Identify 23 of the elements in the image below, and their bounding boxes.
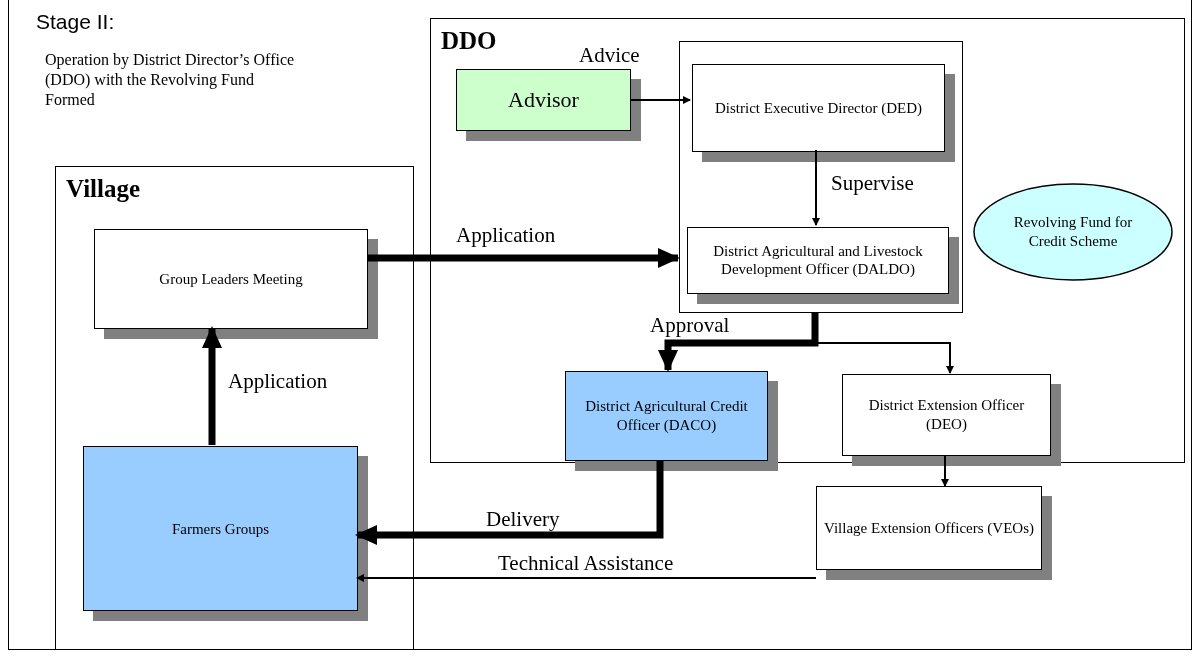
node-label: Farmers Groups <box>170 519 271 538</box>
arrow <box>367 248 680 268</box>
title: Stage II: <box>36 10 115 34</box>
node-label: Revolving Fund for Credit Scheme <box>1012 213 1134 251</box>
outline-box <box>679 41 963 313</box>
fund-ellipse <box>973 183 1173 281</box>
group-container <box>55 166 414 650</box>
node-label: District Agricultural Credit Officer (DACO) <box>584 397 749 435</box>
arrow <box>355 460 664 545</box>
arrow <box>658 312 819 372</box>
arrow <box>941 454 949 487</box>
arrow <box>202 326 222 445</box>
arrow <box>629 96 691 104</box>
node-label: District Extension Officer (DEO) <box>867 396 1026 434</box>
subtitle: Operation by District Director’s Office (DDO) with the Revolving Fund Formed <box>45 50 295 110</box>
node-label: District Agricultural and Livestock Development Officer (DALDO) <box>712 241 924 280</box>
node-label: Group Leaders Meeting <box>158 269 304 289</box>
node-label: Advisor <box>507 86 580 114</box>
group-heading: DDO <box>441 26 497 56</box>
arrow <box>356 574 817 582</box>
node-label: District Executive Director (DED) <box>714 98 923 118</box>
group-heading: Village <box>66 174 141 204</box>
node-label: Village Extension Officers (VEOs) <box>823 518 1035 538</box>
